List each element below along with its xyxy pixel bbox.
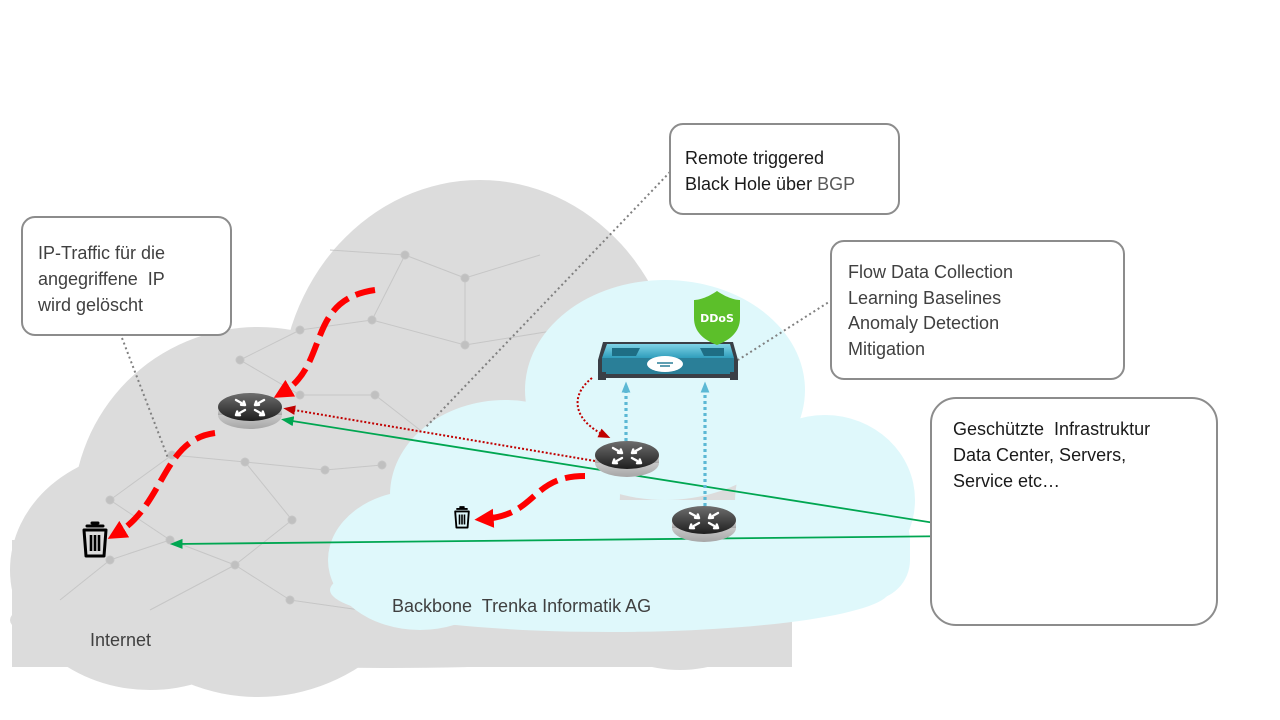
shield-icon: DDoS [694,291,740,345]
leader-line-ip [121,337,169,459]
callout-flow-analysis: Flow Data Collection Learning Baselines … [830,240,1125,380]
callout-infra-line-2: Data Center, Servers, [953,445,1127,465]
attack-arrow-to-trash-internet [107,430,216,539]
region-label-backbone: Backbone Trenka Informatik AG [392,596,652,616]
callout-rtbh: Remote triggered Black Hole über BGP [669,123,900,215]
callout-flow-line-2: Learning Baselines [848,287,1002,308]
attack-arrow-to-trash-backbone [474,473,586,528]
callout-flow-line-1: Flow Data Collection [848,262,1014,282]
mitigation-signal-arrow [576,377,611,439]
callout-infra-line-1: Geschützte Infrastruktur [953,419,1151,439]
clean-traffic-line-internet [169,535,961,549]
callout-rtbh-line-1: Remote triggered [685,148,825,168]
attack-arrow-incoming [273,287,376,398]
callout-flow-line-3: Anomaly Detection [848,313,1000,333]
ddos-appliance-icon [598,342,738,380]
callout-flow-line-4: Mitigation [848,338,926,359]
callout-rtbh-text: Black Hole über [685,174,818,194]
ddos-badge-label: DDoS [700,312,734,325]
callout-ip-line-2: angegriffene IP [38,269,165,289]
region-label-internet: Internet [90,630,152,650]
callout-ip-line-3: wird gelöscht [38,295,144,315]
callout-infra-line-3: Service etc… [953,471,1061,491]
callout-ip-traffic-deleted: IP-Traffic für die angegriffene IP wird … [21,216,232,336]
callout-ip-line-1: IP-Traffic für die [38,243,166,263]
router-icon [216,391,284,431]
router-icon [593,439,661,479]
callout-rtbh-line-2: Black Hole über BGP [685,171,898,197]
leader-line-rtbh [424,171,671,429]
leader-line-flow [737,299,833,361]
router-icon [670,504,738,544]
callout-rtbh-bgp: BGP [817,174,856,194]
callout-protected-infrastructure: Geschützte Infrastruktur Data Center, Se… [930,397,1218,626]
